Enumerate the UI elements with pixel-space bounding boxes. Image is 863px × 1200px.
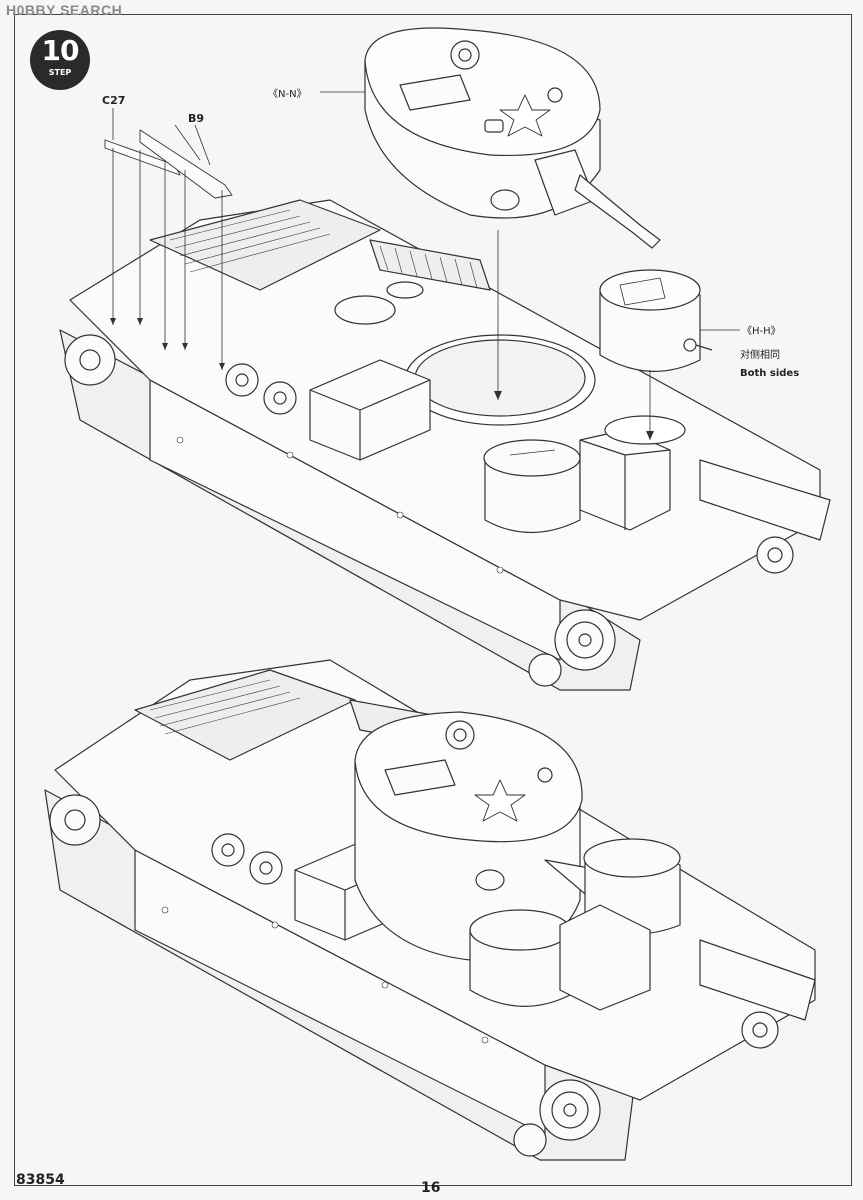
tank-assembled [44, 659, 816, 1161]
road-wheels-top [225, 363, 297, 415]
kit-number: 83854 [16, 1172, 65, 1188]
note-both-sides-cn: 对侧相同 [740, 350, 780, 361]
drive-sprocket-top [554, 609, 616, 671]
step-badge: 10 STEP [30, 30, 90, 90]
part-label-b9: B9 [188, 112, 205, 125]
step-number: 10 [41, 34, 80, 67]
tank-hull-top [59, 199, 831, 691]
main-turret-exploded [364, 27, 661, 249]
page-frame [14, 14, 852, 1186]
small-turret-front-left [483, 439, 581, 533]
view-label-hh: 《H-H》 [742, 326, 781, 337]
note-both-sides-en: Both sides [740, 368, 800, 379]
part-label-c27: C27 [102, 94, 126, 107]
leader-lines [112, 91, 740, 440]
small-turret-exploded [599, 269, 713, 372]
antenna-parts [104, 129, 233, 199]
watermark: H0BBY SEARCH [6, 2, 123, 18]
step-word: STEP [48, 68, 72, 77]
view-label-nn: 《N-N》 [268, 89, 307, 100]
small-turret-front-right [579, 429, 671, 531]
arrowheads [110, 318, 654, 440]
page-number: 16 [421, 1180, 441, 1196]
